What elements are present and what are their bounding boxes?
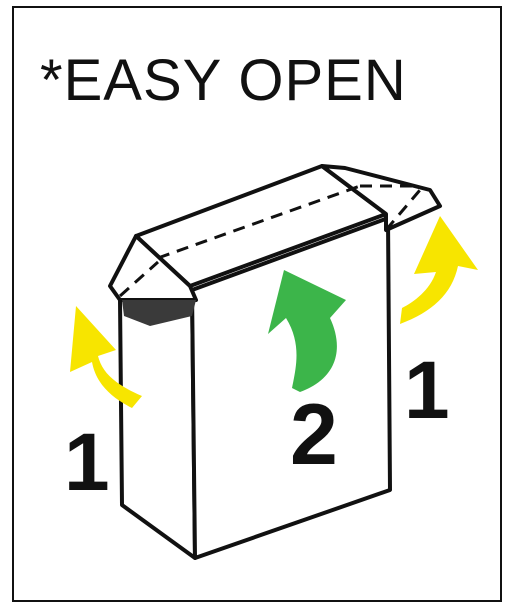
step-label-center: 2 [290, 387, 338, 483]
diagram-title: *EASY OPEN [40, 48, 407, 113]
tear-lines [118, 184, 422, 298]
left-arrow [70, 306, 142, 408]
right-arrow [400, 216, 478, 324]
step-label-left: 1 [64, 417, 110, 508]
flap-shadow [122, 300, 196, 326]
center-arrow [268, 270, 346, 392]
box-illustration [108, 164, 442, 560]
box-right-flap [320, 164, 442, 232]
step-label-right: 1 [404, 345, 450, 436]
box-left-face [118, 288, 197, 560]
